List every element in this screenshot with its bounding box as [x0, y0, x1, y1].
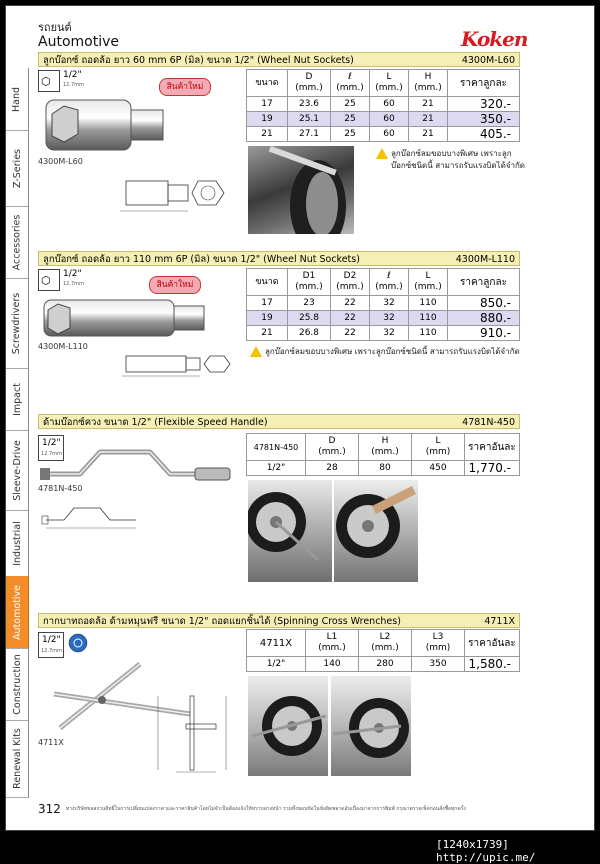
speed-handle-photo-2 [334, 480, 418, 582]
section-title-wheel-nut-socket-110: ลูกบ๊อกซ์ ถอดล้อ ยาว 110 mm 6P (มิล) ขนา… [38, 251, 520, 266]
section-code: 4711X [484, 616, 515, 627]
hex-icon: ⬡ [41, 274, 51, 287]
sidebar-tab-hand[interactable]: Hand [6, 68, 29, 131]
speed-handle-drawing [41, 507, 136, 529]
spec-table-socket-110: ขนาด D1(mm.) D2(mm.) ℓ(mm.) L(mm.) ราคาล… [246, 268, 520, 341]
part-label: 4711X [38, 738, 64, 747]
drive-size-sub: 12.7mm [63, 82, 84, 88]
sidebar-tab-industrial[interactable]: Industrial [6, 510, 29, 577]
warning-icon [376, 148, 388, 159]
drive-size-icon: 1/2" 12.7mm [38, 632, 64, 658]
section-code: 4300M-L60 [461, 55, 515, 66]
header-category-th: รถยนต์ [38, 21, 72, 34]
drive-size-icon: ⬡ [38, 269, 60, 291]
spec-table-socket-60: ขนาด D(mm.) ℓ(mm.) L(mm.) H(mm.) ราคาลูก… [246, 69, 520, 142]
cross-wrench-photo-1 [248, 676, 328, 776]
cross-wrench-drawing [157, 695, 227, 773]
cross-wrench-image [53, 662, 191, 730]
tire-photo [248, 146, 354, 234]
sidebar-tab-impact[interactable]: Impact [6, 368, 29, 431]
warning-note: ลูกบ๊อกซ์ลมขอบบางพิเศษ เพราะลูกบ๊อกซ์ชนิ… [250, 346, 520, 358]
new-product-badge: สินค้าใหม่ [149, 276, 201, 294]
spinning-icon [68, 633, 88, 653]
brand-logo: Koken [461, 27, 528, 51]
sidebar-tab-screwdrivers[interactable]: Screwdrivers [6, 278, 29, 369]
cross-wrench-photo-2 [331, 676, 411, 776]
hex-icon: ⬡ [41, 75, 51, 88]
speed-handle-image [40, 449, 231, 481]
sidebar: Hand Z-Series Accessories Screwdrivers I… [6, 68, 29, 798]
footer-disclaimer: ทางบริษัทขอสงวนสิทธิ์ในการเปลี่ยนแปลงราค… [66, 806, 466, 812]
speed-handle-photo-1 [248, 480, 332, 582]
drive-size-label: 1/2" [63, 70, 82, 80]
warning-icon [250, 346, 262, 357]
part-label: 4781N-450 [38, 484, 83, 493]
section-title-wheel-nut-socket-60: ลูกบ๊อกซ์ ถอดล้อ ยาว 60 mm 6P (มิล) ขนาด… [38, 52, 520, 67]
spec-table-cross-wrench: 4711X L1(mm.) L2(mm.) L3(mm) ราคาอันละ 1… [246, 629, 520, 672]
header-category-en: Automotive [38, 34, 119, 50]
sidebar-tab-accessories[interactable]: Accessories [6, 206, 29, 279]
socket-60-image [45, 99, 164, 151]
warning-note: ลูกบ๊อกซ์ลมขอบบางพิเศษ เพราะลูก บ๊อกซ์ชน… [376, 148, 525, 172]
drive-size-icon: ⬡ [38, 70, 60, 92]
drive-size-sub: 12.7mm [63, 281, 84, 287]
watermark: [1240x1739] http://upic.me/ [436, 838, 536, 864]
section-title-speed-handle: ด้ามบ๊อกซ์ควง ขนาด 1/2" (Flexible Speed … [38, 414, 520, 429]
part-label: 4300M-L110 [38, 342, 88, 351]
socket-110-drawing [122, 355, 231, 377]
catalog-page: รถยนต์ Automotive Koken Hand Z-Series Ac… [5, 5, 595, 831]
drive-size-label: 1/2" [63, 269, 82, 279]
sidebar-tab-z-series[interactable]: Z-Series [6, 130, 29, 207]
section-code: 4781N-450 [462, 417, 515, 428]
section-code: 4300M-L110 [455, 254, 515, 265]
page-number: 312 [38, 802, 61, 816]
part-label: 4300M-L60 [38, 157, 83, 166]
sidebar-tab-automotive[interactable]: Automotive [6, 576, 29, 649]
new-product-badge: สินค้าใหม่ [159, 78, 211, 96]
sidebar-tab-construction[interactable]: Construction [6, 648, 29, 721]
socket-110-image [43, 299, 205, 337]
spec-table-speed-handle: 4781N-450 D(mm.) H(mm.) L(mm) ราคาอันละ … [246, 433, 520, 476]
drive-size-icon: 1/2" 12.7mm [38, 435, 64, 461]
sidebar-tab-sleeve-drive[interactable]: Sleeve-Drive [6, 430, 29, 511]
section-title-cross-wrench: กากบาทถอดล้อ ด้ามหมุนฟรี ขนาด 1/2" ถอดแย… [38, 613, 520, 628]
socket-60-drawing [120, 180, 225, 212]
sidebar-tab-renewal-kits[interactable]: Renewal Kits [6, 720, 29, 798]
